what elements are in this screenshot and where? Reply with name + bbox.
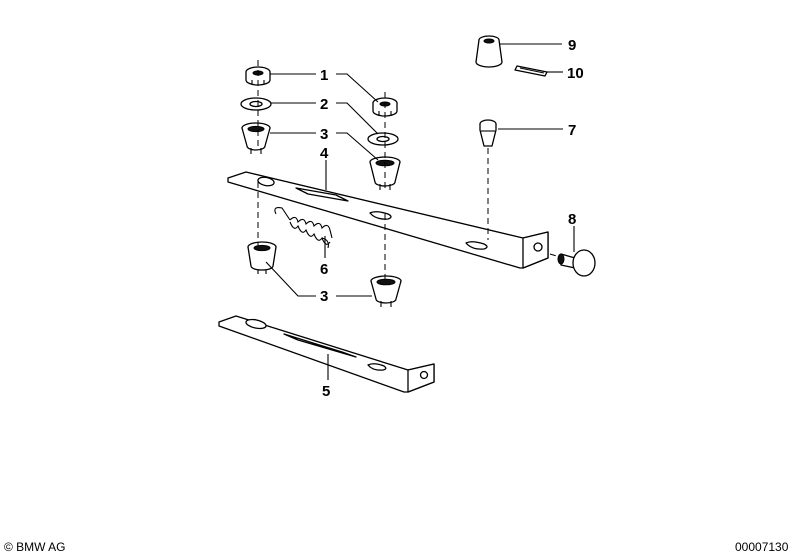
callout-5: 5 xyxy=(322,383,330,400)
part-3-buffer-upper-left[interactable] xyxy=(241,122,271,154)
callout-7: 7 xyxy=(568,122,576,139)
leader-lines xyxy=(265,43,575,380)
callout-9: 9 xyxy=(568,37,576,54)
drawing-number: 00007130 xyxy=(735,540,789,554)
part-4-bracket[interactable] xyxy=(227,171,549,269)
axis-line-pin xyxy=(549,253,561,258)
part-2-washer-left[interactable] xyxy=(240,97,272,111)
part-2-washer-right[interactable] xyxy=(367,132,399,146)
part-10-strip[interactable] xyxy=(514,65,548,77)
part-9-cap[interactable] xyxy=(475,35,503,68)
part-3-buffer-lower-right[interactable] xyxy=(370,275,402,307)
callout-8: 8 xyxy=(568,211,576,228)
part-6-spring[interactable] xyxy=(274,207,333,249)
callout-3-upper: 3 xyxy=(320,126,328,143)
callout-6: 6 xyxy=(320,261,328,278)
part-3-buffer-lower-left[interactable] xyxy=(247,241,277,274)
callout-1: 1 xyxy=(320,67,328,84)
copyright-text: © BMW AG xyxy=(4,540,66,554)
part-7-plug[interactable] xyxy=(479,119,497,147)
callout-10: 10 xyxy=(567,65,584,82)
callout-4: 4 xyxy=(320,145,329,162)
part-8-pin[interactable] xyxy=(557,249,596,277)
callout-2: 2 xyxy=(320,96,328,113)
part-5-bracket[interactable] xyxy=(218,315,435,393)
callout-3-lower: 3 xyxy=(320,288,328,305)
